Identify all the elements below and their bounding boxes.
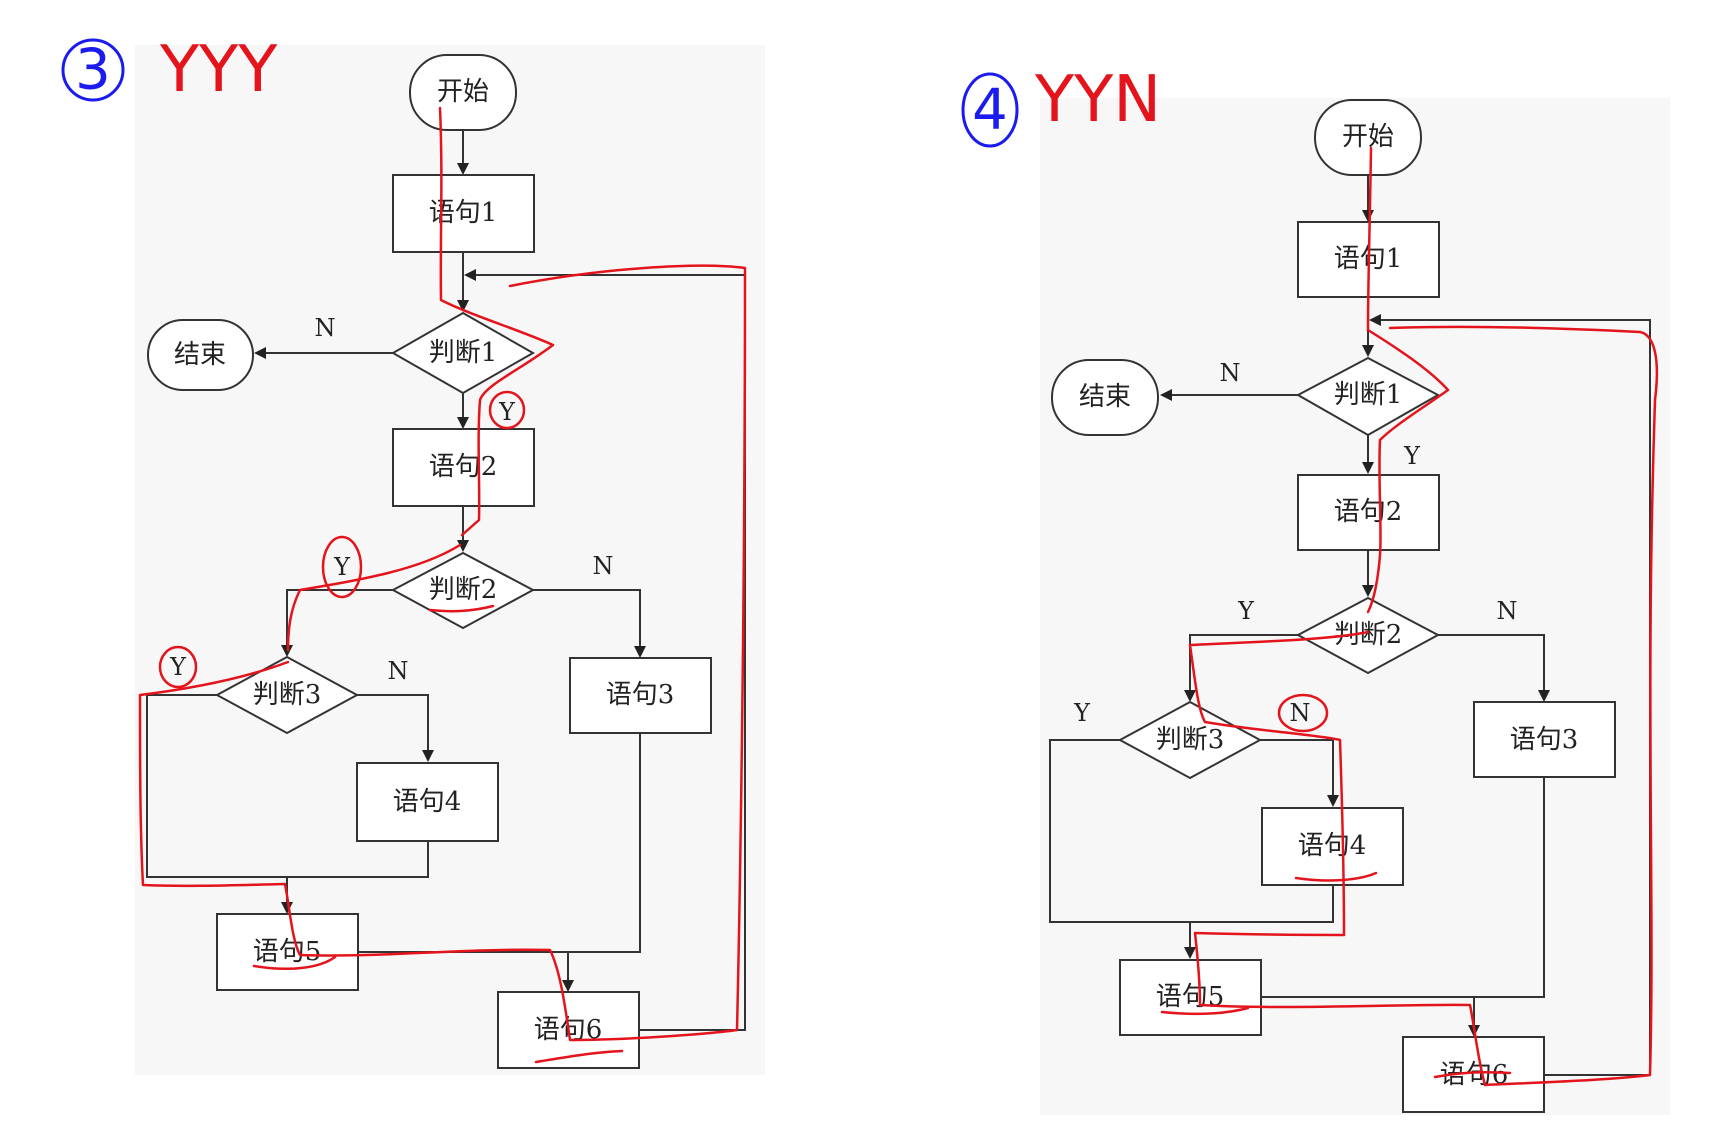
trace-red-path — [1366, 146, 1450, 614]
edge-d3-yes — [1049, 739, 1190, 923]
svg-text:语句4: 语句4 — [1298, 831, 1367, 861]
edge-d2-yes — [1184, 634, 1298, 702]
label-d3-no: N — [1290, 699, 1311, 727]
svg-text:语句3: 语句3 — [1510, 725, 1579, 755]
node-d1: 判断1 — [390, 311, 536, 395]
svg-text:语句2: 语句2 — [429, 452, 498, 482]
node-s5: 语句5 — [1119, 959, 1262, 1036]
svg-text:语句4: 语句4 — [393, 787, 462, 817]
svg-text:语句2: 语句2 — [1334, 497, 1403, 527]
label-d2-no: N — [593, 552, 614, 580]
node-d3: 判断3 — [214, 655, 360, 735]
trace-red-path — [1433, 1070, 1512, 1079]
panel-number-circle: 4 — [961, 72, 1019, 148]
node-d3: 判断3 — [1117, 700, 1263, 780]
trace-red-path — [534, 1049, 624, 1064]
node-start: 开始 — [1314, 99, 1422, 176]
svg-text:判断3: 判断3 — [253, 680, 322, 710]
panel-number: 4 — [972, 78, 1008, 143]
node-s1: 语句1 — [392, 174, 535, 253]
trace-red-path — [252, 955, 337, 971]
circle-annotation — [321, 535, 363, 599]
panel-annotation: YYN — [1034, 63, 1161, 137]
node-s2: 语句2 — [392, 428, 535, 507]
label-d3-no: N — [388, 657, 409, 685]
svg-text:开始: 开始 — [1342, 122, 1394, 152]
node-s4: 语句4 — [356, 762, 499, 842]
trace-red-path — [438, 106, 555, 537]
label-d1-yes: Y — [498, 398, 516, 426]
edge-d2-no — [1438, 634, 1550, 702]
circle-annotation — [158, 645, 198, 689]
trace-red-path — [1160, 1006, 1250, 1016]
panel-number: 3 — [75, 38, 111, 103]
panel-annotation: YYY — [159, 33, 278, 107]
svg-text:语句5: 语句5 — [1156, 982, 1225, 1012]
node-s3: 语句3 — [569, 657, 712, 734]
node-s2: 语句2 — [1297, 474, 1440, 551]
panel-number-circle: 3 — [61, 38, 125, 103]
svg-text:结束: 结束 — [174, 340, 226, 370]
trace-red-path — [1188, 325, 1659, 1087]
svg-text:判断1: 判断1 — [429, 338, 498, 368]
node-d1: 判断1 — [1295, 356, 1441, 437]
svg-text:开始: 开始 — [437, 77, 489, 107]
label-d1-no: N — [315, 314, 336, 342]
edge-d2-no — [533, 589, 646, 658]
label-d3-yes: Y — [169, 653, 187, 681]
node-end: 结束 — [147, 319, 254, 391]
circle-annotation — [488, 390, 526, 430]
edge-s4-merge — [1190, 885, 1334, 923]
label-d1-no: N — [1220, 359, 1241, 387]
edge-d2-yes — [281, 589, 393, 657]
edge-d3-no — [1260, 739, 1339, 807]
node-s3: 语句3 — [1473, 701, 1616, 778]
circle-annotation — [1277, 693, 1329, 733]
node-end: 结束 — [1051, 359, 1159, 436]
svg-text:结束: 结束 — [1079, 382, 1131, 412]
svg-text:判断1: 判断1 — [1334, 380, 1403, 410]
svg-text:语句3: 语句3 — [606, 680, 675, 710]
edge-s3-merge — [568, 733, 641, 953]
svg-text:语句5: 语句5 — [253, 937, 322, 967]
label-d2-yes: Y — [333, 553, 351, 581]
edge-loop-back — [464, 269, 746, 1031]
svg-text:语句1: 语句1 — [429, 198, 498, 228]
label-d2-yes: Y — [1237, 597, 1255, 625]
svg-text:判断3: 判断3 — [1156, 725, 1225, 755]
trace-red-path — [1294, 871, 1378, 882]
trace-red-path — [428, 604, 495, 613]
edge-s4-merge — [287, 841, 429, 878]
flowchart-panel-3: 3 YYY 开始 语句1 判断1 结束 — [61, 33, 765, 1075]
node-s5: 语句5 — [216, 913, 359, 991]
trace-red-path — [138, 264, 747, 1042]
node-start: 开始 — [409, 54, 517, 131]
label-d2-no: N — [1497, 597, 1518, 625]
edge-d3-yes — [146, 694, 287, 878]
node-s4: 语句4 — [1261, 807, 1404, 886]
label-d3-yes: Y — [1073, 699, 1091, 727]
node-d2: 判断2 — [390, 551, 536, 630]
node-s6: 语句6 — [1402, 1036, 1545, 1113]
flowchart-panel-4: 4 YYN 开始 语句1 判断1 结束 — [961, 63, 1670, 1115]
edge-s3-merge — [1474, 777, 1545, 998]
label-d1-yes: Y — [1403, 442, 1421, 470]
svg-text:判断2: 判断2 — [429, 575, 498, 605]
edge-d3-no — [357, 694, 434, 762]
trace-red-path — [286, 543, 462, 652]
